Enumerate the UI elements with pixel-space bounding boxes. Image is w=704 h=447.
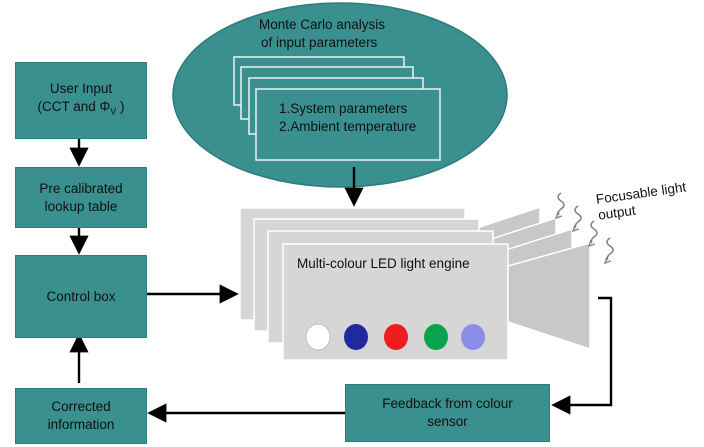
led-green bbox=[424, 324, 448, 350]
led-row bbox=[305, 323, 485, 351]
corrected-information-line2: information bbox=[47, 417, 115, 432]
lookup-table-box: Pre calibrated lookup table bbox=[15, 167, 147, 228]
control-box: Control box bbox=[15, 255, 147, 338]
user-input-line2: (CCT and ΦV ) bbox=[37, 99, 125, 117]
light-output-squiggles bbox=[554, 192, 614, 265]
led-blue bbox=[344, 324, 368, 350]
user-input-line1: User Input bbox=[49, 81, 113, 97]
feedback-line1: Feedback from colour bbox=[382, 396, 513, 411]
led-white bbox=[305, 323, 331, 351]
monte-carlo-title-line1: Monte Carlo analysis bbox=[259, 17, 386, 32]
corrected-information-box: Corrected information bbox=[15, 388, 147, 444]
monte-carlo-title: Monte Carlo analysis of input parameters bbox=[259, 16, 385, 52]
lookup-table-line2: lookup table bbox=[44, 198, 118, 214]
feedback-line2: sensor bbox=[427, 414, 468, 429]
feedback-sensor-box: Feedback from colour sensor bbox=[345, 384, 550, 442]
monte-carlo-title-line2: of input parameters bbox=[261, 35, 378, 50]
lookup-table-line1: Pre calibrated bbox=[39, 180, 123, 196]
control-box-label: Control box bbox=[46, 288, 116, 304]
flow-arrows bbox=[69, 139, 613, 423]
parameter-list: 1.System parameters 2.Ambient temperatur… bbox=[279, 100, 416, 136]
arrow-engine-to-feedback bbox=[551, 296, 613, 415]
corrected-information-line1: Corrected bbox=[51, 399, 111, 414]
led-engine-stack bbox=[239, 205, 591, 361]
user-input-box: User Input (CCT and ΦV ) bbox=[15, 62, 147, 139]
parameter-card-stack bbox=[233, 56, 441, 161]
led-red bbox=[384, 324, 408, 350]
led-violet bbox=[461, 324, 485, 350]
led-engine-label: Multi-colour LED light engine bbox=[297, 256, 470, 271]
parameter-item-system: 1.System parameters bbox=[279, 101, 408, 116]
parameter-item-temperature: 2.Ambient temperature bbox=[279, 119, 417, 134]
